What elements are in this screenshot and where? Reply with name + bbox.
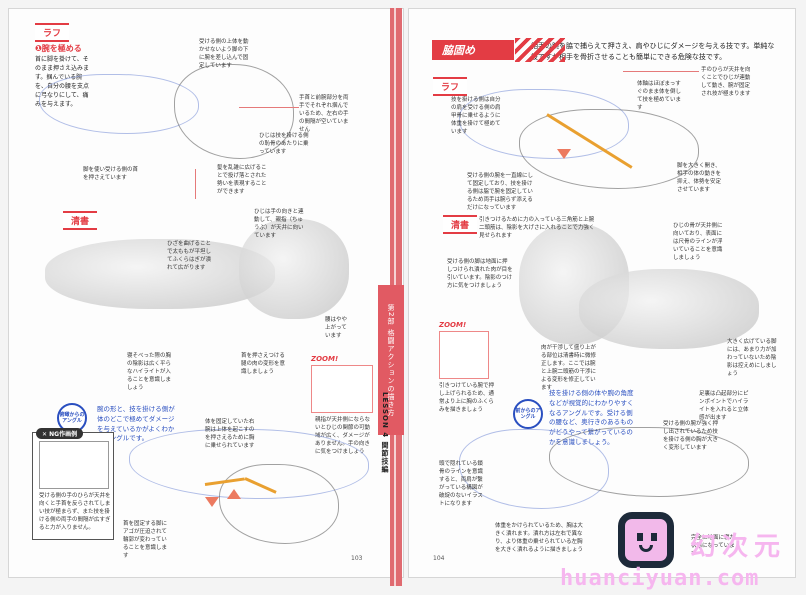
clean-note-3: 腰はやや上がっています bbox=[325, 317, 348, 339]
clean-note-6: 足裏は凸起部分にピンポイントでハイライトを入れると立体感が出ます bbox=[699, 391, 749, 421]
ng-example-image bbox=[39, 441, 109, 489]
title-stripes bbox=[515, 38, 565, 62]
zoom-label: ZOOM! bbox=[311, 355, 339, 363]
zoom-note: 引きつけている腕で押し上げられるため、通常より上に胸のふくらみを描きましょう bbox=[439, 383, 495, 413]
rough-section-label: ラフ bbox=[433, 77, 468, 96]
rough-note-1: 手のひらが天井を向くことでひじが連動して動き、腕が固定され技が極まります bbox=[701, 67, 751, 97]
chapter-tab: 第2部 格闘アクションの描き方 bbox=[378, 285, 404, 435]
rough-note-5: 脚を大きく開き、相手の体の動きを抑え、体勢を安定させています bbox=[677, 163, 722, 193]
bottom-note-4: 完全に地面に寝た状態になっています bbox=[691, 535, 736, 557]
clean-section-label: 清書 bbox=[63, 211, 98, 230]
bottom-note-1: 受ける側の腕が強く押し出されているため技を掛ける側の胸が大きく変形しています bbox=[663, 421, 719, 451]
down-arrow-icon bbox=[205, 497, 219, 507]
clean-figure-lower bbox=[579, 269, 759, 349]
rough-sketch-figure-b bbox=[174, 64, 294, 159]
clean-note-4: 寝そべった際の胸の陰影は広く平らなハイライトが入ることを意識しましょう bbox=[127, 353, 172, 391]
rough-note-2: 手首と前腕部分を両手でそれぞれ掴んでいるため、左右の手の間隔が空いていません bbox=[299, 95, 349, 133]
x-icon: ✕ bbox=[42, 431, 50, 438]
bottom-note-2: 頭で隠れている鎖骨のラインを意識すると、両肩が繋がっている構図が破綻のないイラス… bbox=[439, 461, 484, 507]
bottom-note-1: 体を固定していた右腕は上体を起こすのを押さえるために胸に乗せられています bbox=[205, 419, 255, 449]
angle-description: 腕の形と、技を掛ける側が体のどこで極めてダメージを与えているかがよくわかるアング… bbox=[97, 405, 175, 443]
clean-note-1: ひじは手の向きと連動して、親指（ちゅうぶ）が天井に向いています bbox=[254, 209, 304, 239]
robot-eye-icon bbox=[651, 533, 657, 541]
rough-section-label: ラフ bbox=[35, 23, 70, 42]
watermark-url: huanciyuan.com bbox=[560, 566, 760, 591]
ng-example-text: 受ける側の手のひらが天井を向くと手首を反らされてしまい技が極まらず、また技を掛け… bbox=[39, 493, 111, 531]
rough-note-4: 受ける側の腕を一直線にして固定しており、技を掛ける側は脇で腕を固定しているため両… bbox=[467, 173, 534, 211]
clean-figure-lower bbox=[45, 239, 275, 309]
technique-title: 脇固め bbox=[432, 40, 514, 60]
ng-example-box: 受ける側の手のひらが天井を向くと手首を反らされてしまい技が極まらず、また技を掛け… bbox=[32, 432, 114, 540]
angle-badge: 前からのアングル bbox=[513, 399, 543, 429]
rough-note-3: 技を掛ける側は自分の肩を受ける側の肩甲骨に乗せるように体重を掛けて極めています bbox=[451, 97, 501, 135]
rough-sketch-dark bbox=[519, 109, 699, 189]
robot-mouth-icon bbox=[639, 545, 653, 552]
bottom-note-2: 首を固定する脚にアゴが圧迫されて輪郭が変わっていることを意識します bbox=[123, 521, 168, 559]
zoom-inset-image bbox=[439, 331, 489, 379]
leader-line bbox=[195, 169, 196, 199]
page-number: 104 bbox=[433, 555, 445, 562]
robot-eye-icon bbox=[637, 533, 643, 541]
angle-sketch-dark bbox=[219, 464, 339, 544]
down-arrow-icon bbox=[557, 149, 571, 159]
rough-note-2: 体軸はほぼまっすぐのまま体を倒して技を極めています bbox=[637, 81, 682, 111]
watermark-text: 幻次元 bbox=[690, 532, 787, 562]
zoom-inset-image bbox=[311, 365, 373, 413]
clean-note-2: ひざを曲げることで太ももが平坦してふくらはぎが潰れて広がります bbox=[167, 241, 212, 271]
clean-figure-upper bbox=[239, 219, 349, 319]
clean-note-1: 引きつけるために力の入っている三角筋と上腕二頭筋は、陰影を大げさに入れることで力… bbox=[479, 217, 595, 239]
rough-note-1: 受ける側の上体を動かせないよう脚の下に腕を差し込んで固定しています bbox=[199, 39, 249, 69]
leader-line bbox=[239, 107, 299, 108]
rough-note-3: ひじは技を掛ける側の恥骨のあたりに乗っています bbox=[259, 133, 309, 155]
right-page: 相手の腕を脇で捕らえて押さえ、肩やひじにダメージを与える技です。単純な技ですが相… bbox=[408, 8, 796, 578]
leader-line bbox=[623, 71, 699, 72]
step-title: ❶腕を極める bbox=[35, 44, 82, 53]
page-number: 103 bbox=[351, 555, 363, 562]
zoom-label: ZOOM! bbox=[439, 321, 467, 329]
watermark-robot-icon bbox=[618, 512, 674, 568]
bottom-note-3: 体重をかけられているため、胸は大きく潰れます。潰れ方は左右で異なり、より体重の乗… bbox=[495, 523, 584, 553]
clean-note-3: 受ける側の脚は地面に押しつけられ潰れた肉が目を引いています。陰影のつけ方に気をつ… bbox=[447, 259, 513, 289]
clean-section-label: 清書 bbox=[443, 215, 478, 234]
up-arrow-icon bbox=[227, 489, 241, 499]
clean-note-2: ひじの骨が天井側に向いており、表面には尺骨のラインが浮いていることを意識しましょ… bbox=[673, 223, 723, 261]
clean-note-4: 肉が干渉して盛り上がる部位は清書時に微修正します。ここでは腕と上腕二頭筋の干渉に… bbox=[541, 345, 597, 391]
clean-note-5: 大きく広げている脚には、あまり力が加わっていないため陰影は控えめにしましょう bbox=[727, 339, 777, 377]
rough-note-4: 脚を使い受ける側の首を押さえています bbox=[83, 167, 139, 181]
ng-example-label: ✕ NG作画例 bbox=[36, 428, 84, 439]
technique-intro: 相手の腕を脇で捕らえて押さえ、肩やひじにダメージを与える技です。単純な技ですが相… bbox=[531, 42, 775, 61]
lesson-label: LESSON 4 関節技編 bbox=[381, 392, 389, 474]
angle-sketch-dark bbox=[549, 427, 749, 497]
rough-note-5: 髪を乱雑に広げることで投げ落とされた勢いを表現することができます bbox=[217, 165, 267, 195]
clean-note-5: 首を押さえつける腿の肉の変形を意識しましょう bbox=[241, 353, 286, 375]
